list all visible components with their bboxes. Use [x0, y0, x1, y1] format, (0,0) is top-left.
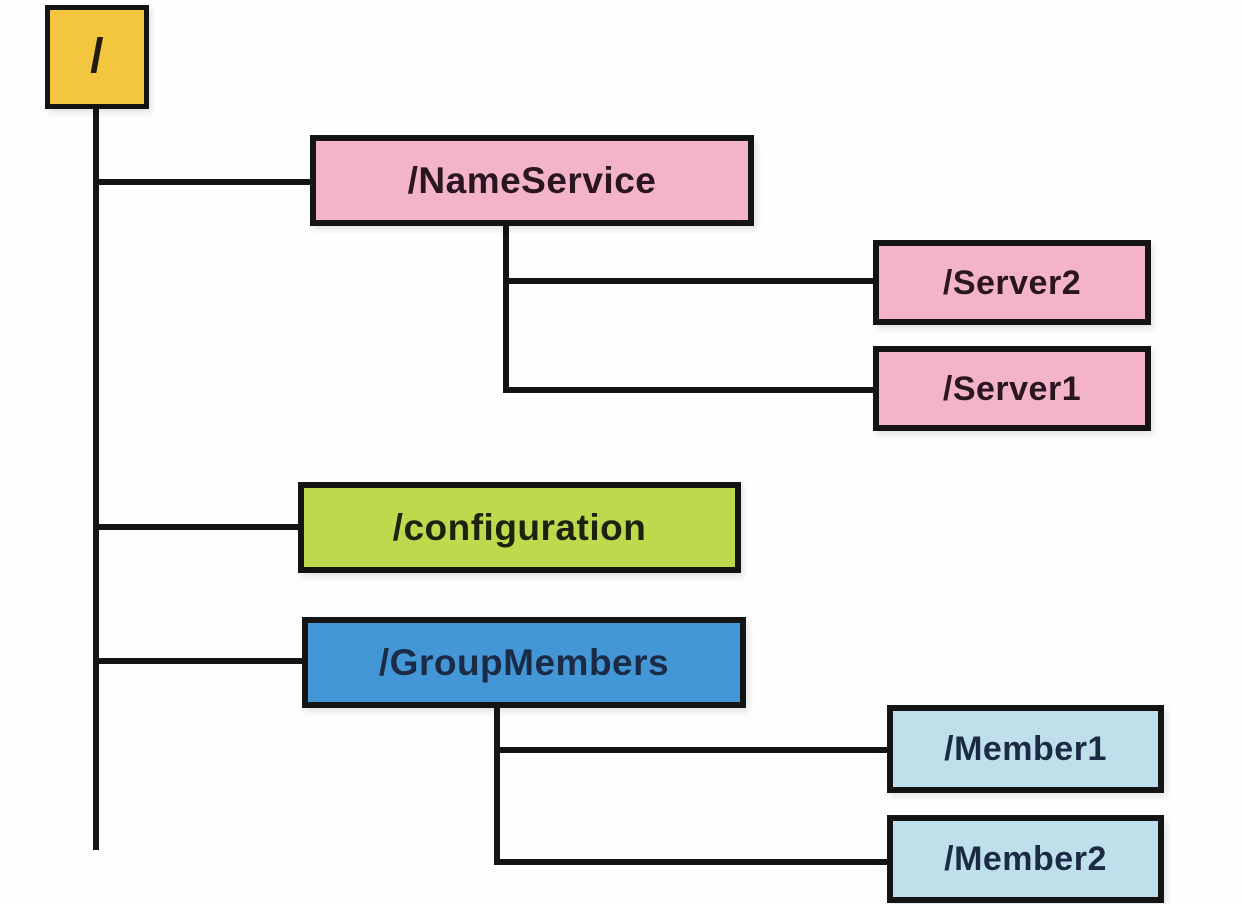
node-member1-label: /Member1: [944, 730, 1107, 768]
edge-groupmembers-member2: [494, 859, 889, 865]
node-root-label: /: [90, 30, 104, 83]
edge-root-groupmembers: [93, 658, 304, 664]
edge-root-configuration: [93, 524, 300, 530]
node-server2-label: /Server2: [942, 263, 1082, 302]
node-server1-label: /Server1: [942, 369, 1082, 408]
node-configuration: /configuration: [298, 482, 741, 573]
edge-nameservice-server1: [503, 387, 875, 393]
node-nameservice: /NameService: [310, 135, 754, 226]
node-root: /: [45, 5, 149, 109]
node-member1: /Member1: [887, 705, 1164, 793]
node-member2: /Member2: [887, 815, 1164, 903]
node-configuration-label: /configuration: [392, 507, 647, 548]
node-server2: /Server2: [873, 240, 1151, 325]
node-nameservice-label: /NameService: [407, 160, 657, 201]
edge-nameservice-server2: [503, 278, 875, 284]
trunk-groupmembers: [494, 706, 500, 865]
node-server1: /Server1: [873, 346, 1151, 431]
trunk-nameservice: [503, 224, 509, 393]
trunk-root: [93, 109, 99, 850]
node-groupmembers-label: /GroupMembers: [378, 642, 670, 683]
node-member2-label: /Member2: [944, 840, 1107, 878]
edge-groupmembers-member1: [494, 747, 889, 753]
node-groupmembers: /GroupMembers: [302, 617, 746, 708]
edge-root-nameservice: [93, 179, 312, 185]
